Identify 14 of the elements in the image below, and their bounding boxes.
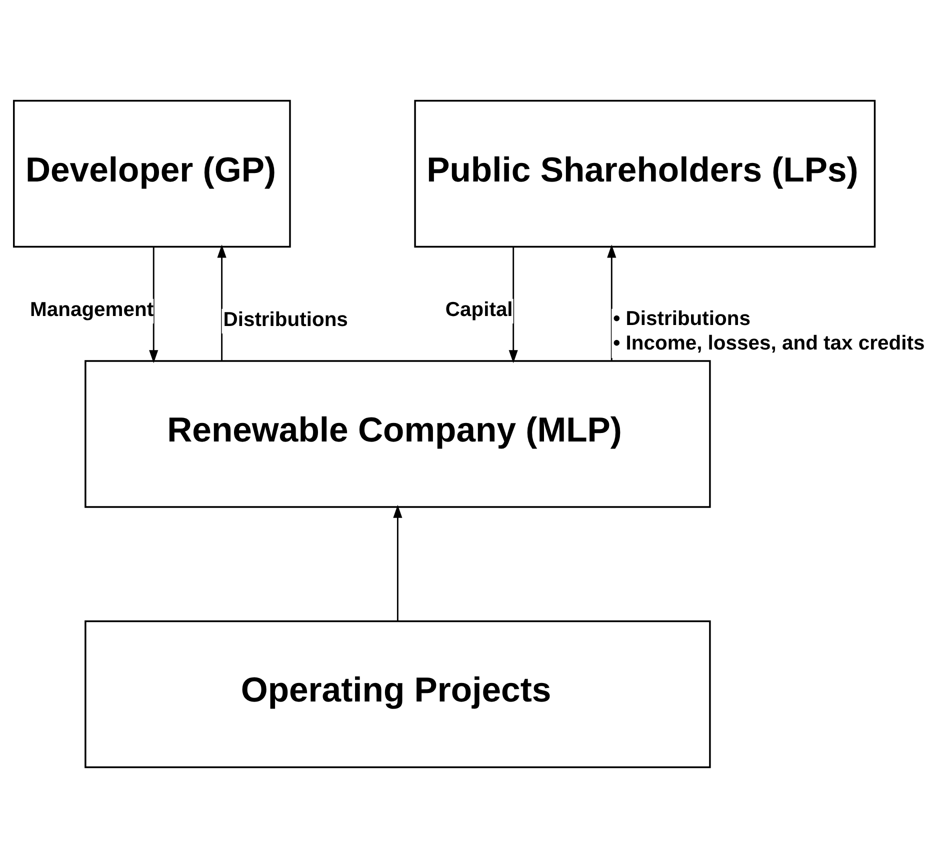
node-box: Public Shareholders (LPs) — [414, 99, 876, 248]
edge-label: Capital — [445, 298, 513, 320]
arrow — [607, 244, 616, 360]
edge-label: • Distributions — [613, 308, 750, 330]
node-box: Renewable Company (MLP) — [84, 360, 711, 508]
arrow — [217, 244, 226, 360]
arrow — [393, 504, 402, 621]
arrow — [508, 246, 518, 363]
node-box: Operating Projects — [84, 620, 711, 768]
edge-label: • Income, losses, and tax credits — [613, 332, 925, 354]
node-box: Developer (GP) — [13, 99, 291, 248]
edge-label: Distributions — [223, 308, 348, 330]
edge-label: Management — [30, 298, 154, 320]
arrow — [149, 246, 158, 363]
